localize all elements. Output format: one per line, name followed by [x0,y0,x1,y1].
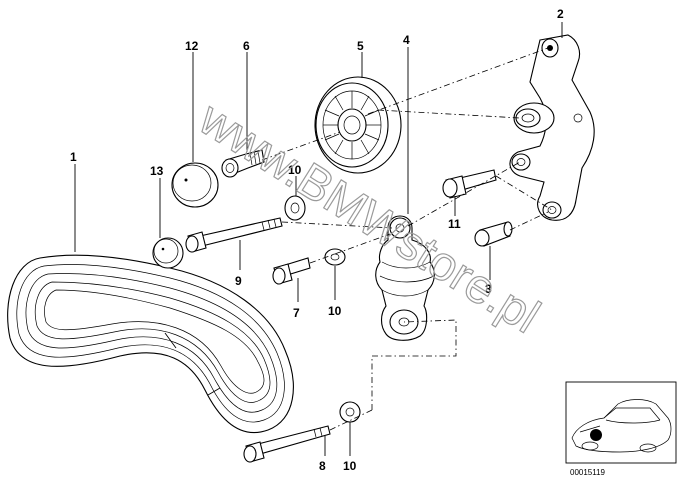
washer-middle[interactable] [324,248,346,266]
bolt-9[interactable] [185,217,283,253]
drive-belt[interactable] [7,254,294,434]
callout-7: 7 [293,306,300,320]
deflection-pulley[interactable] [314,76,402,174]
bolt-8[interactable] [243,425,331,463]
screw-7[interactable] [272,257,311,285]
callout-10-upper: 10 [288,163,302,177]
cap[interactable] [171,162,219,208]
location-marker [590,429,602,441]
callout-11: 11 [448,217,461,231]
callout-8: 8 [319,459,326,473]
sleeve[interactable] [474,221,513,247]
callout-labels: 1 2 3 4 5 6 7 8 9 10 10 10 11 12 13 [70,7,564,473]
washer-lower[interactable] [339,401,361,423]
callout-10-middle: 10 [328,304,342,318]
screw-6[interactable] [221,149,265,178]
callout-12: 12 [185,39,199,53]
callout-6: 6 [243,39,250,53]
callout-5: 5 [357,39,364,53]
hydraulic-tensioner[interactable] [375,215,435,341]
car-outline [571,399,672,453]
callout-1: 1 [70,150,77,164]
callout-13: 13 [150,164,164,178]
leader-lines [74,22,563,456]
washer-upper[interactable] [284,195,306,221]
car-location-inset: 00015119 [565,381,677,477]
callout-2: 2 [557,7,564,21]
callout-4: 4 [403,33,410,47]
bolt-11[interactable] [442,169,497,199]
small-cap[interactable] [152,237,184,269]
figure-number: 00015119 [570,468,606,477]
callout-10-lower: 10 [343,459,357,473]
assembly-lines [261,47,553,431]
tensioner-bracket[interactable] [509,34,595,221]
callout-3: 3 [485,282,492,296]
callout-9: 9 [235,274,242,288]
